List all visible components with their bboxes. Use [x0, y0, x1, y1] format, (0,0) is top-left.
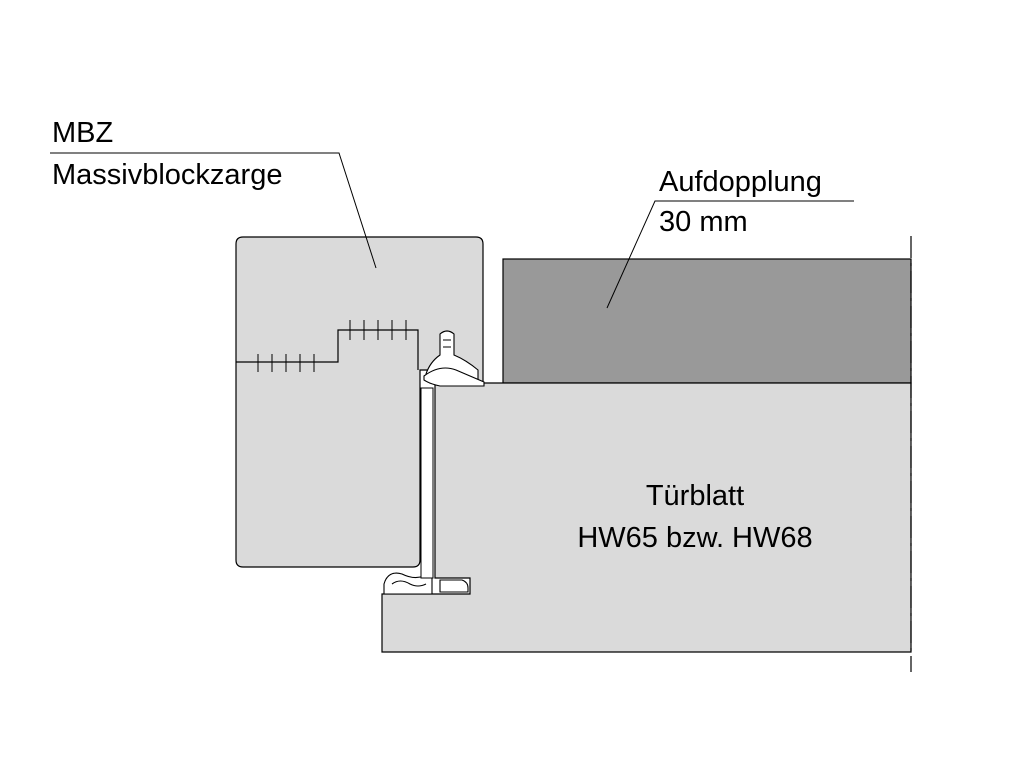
lower-seal-profile — [383, 572, 469, 595]
doubling-layer — [502, 258, 912, 384]
frame-label-leader — [50, 152, 377, 269]
doubling-thickness-label: 30 mm — [659, 206, 748, 238]
frame-leaf-gap — [420, 387, 434, 579]
upper-seal-profile — [423, 330, 485, 387]
door-leaf-type-label: HW65 bzw. HW68 — [577, 522, 813, 554]
frame-joint-line — [236, 329, 419, 370]
door-leaf — [381, 382, 912, 653]
frame-block — [235, 236, 484, 568]
frame-code-label: MBZ — [52, 117, 114, 149]
doubling-name-label: Aufdopplung — [659, 166, 822, 198]
door-leaf-name-label: Türblatt — [645, 480, 745, 512]
frame-name-label: Massivblockzarge — [52, 159, 283, 191]
doubling-label-leader — [606, 200, 854, 309]
joint-ticks — [257, 320, 407, 372]
